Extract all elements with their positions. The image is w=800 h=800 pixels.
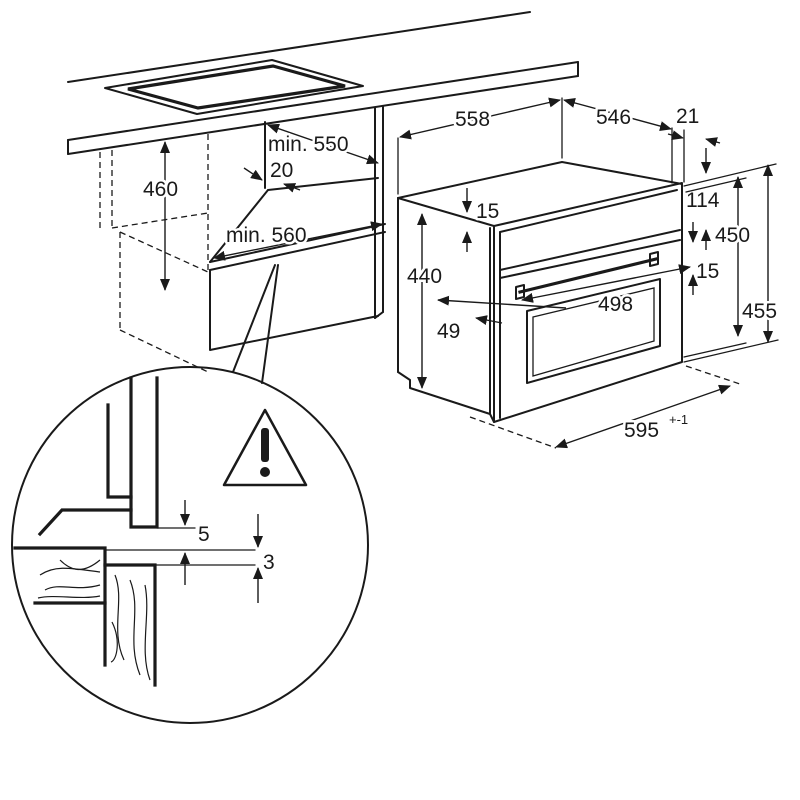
- hob-outline: [104, 59, 364, 115]
- niche-dimensions: 460 min. 550 20 min. 560: [141, 123, 383, 291]
- dimension-546-arrow: [563, 98, 672, 131]
- oven-control-panel-bottom: [499, 229, 681, 271]
- extension-line: [683, 342, 747, 358]
- dimension-20-arrow: [283, 183, 301, 193]
- wood-grain-line: [144, 584, 151, 681]
- wood-grain-line: [59, 559, 101, 570]
- dimension-20-label: 20: [270, 159, 293, 182]
- warning-exclamation-dot: [260, 467, 270, 477]
- countertop-back-edge: [67, 11, 531, 83]
- oven-bottom-profile: [37, 508, 133, 537]
- cabinet-bottom-line: [119, 329, 209, 373]
- oven-front-frame-inner: [499, 189, 678, 419]
- dimension-21-arrow: [705, 137, 721, 147]
- hob-glass: [127, 64, 346, 110]
- oven: [397, 161, 683, 423]
- dimension-min560-label: min. 560: [226, 224, 307, 247]
- drawer-front: [209, 269, 379, 351]
- oven-handle-mount: [649, 251, 659, 267]
- countertop-front-top-edge: [67, 61, 579, 141]
- dimension-450-label: 450: [715, 224, 750, 247]
- wood-grain-line: [39, 567, 101, 576]
- callout-line: [261, 264, 279, 384]
- dimension-440-label: 440: [407, 265, 442, 288]
- shelf-top-profile: [13, 546, 107, 567]
- dimension-20-arrow: [243, 167, 263, 181]
- dimension-498-label: 498: [598, 293, 633, 316]
- detail-view: 5 3: [11, 366, 369, 724]
- extension-line: [683, 339, 779, 363]
- dimension-114-label: 114: [686, 189, 720, 212]
- wood-grain: [37, 559, 151, 681]
- oven-dimensions: 558 546 21 114 15 450 455 440 15 498 49: [397, 97, 780, 449]
- dimension-460-label: 460: [143, 178, 178, 201]
- adjacent-cabinet-outline: [99, 134, 209, 373]
- dimension-49-label: 49: [437, 320, 460, 343]
- countertop: [67, 11, 579, 155]
- dimension-15-right-label: 15: [696, 260, 719, 283]
- oven-body-profile: [106, 403, 133, 499]
- hob: [104, 59, 364, 115]
- dimension-min560-arrow: [213, 221, 383, 261]
- dimension-min550-label: min. 550: [268, 133, 349, 156]
- extension-line: [683, 163, 777, 187]
- cabinet-post-profile: [103, 563, 157, 687]
- callout-line: [232, 264, 276, 373]
- detail-callout-lines: [232, 264, 279, 384]
- dimension-49-arrow: [437, 295, 567, 309]
- dimension-49-arrow: [475, 315, 503, 325]
- oven-door-edge-profile: [129, 376, 159, 529]
- dimension-546-label: 546: [596, 106, 631, 129]
- countertop-front-bottom-edge: [67, 75, 579, 155]
- dimension-3-label: 3: [263, 551, 275, 574]
- wood-grain-line: [114, 574, 125, 661]
- wood-grain-line: [44, 584, 101, 591]
- wood-grain-line: [110, 621, 118, 663]
- wood-grain-line: [129, 579, 141, 676]
- warning-exclamation-bar: [261, 428, 269, 462]
- oven-side-top-edge: [397, 197, 495, 227]
- dimension-21-label: 21: [676, 105, 699, 128]
- dimension-595-arrow: [555, 384, 731, 449]
- oven-door-window-inner: [532, 287, 655, 377]
- dimension-498-arrow: [521, 264, 691, 303]
- warning-triangle: [222, 408, 308, 487]
- wood-grain-line: [37, 595, 101, 599]
- dimension-558-arrow: [399, 97, 561, 140]
- oven-front-frame: [493, 182, 683, 423]
- dimension-455-label: 455: [742, 300, 777, 323]
- dimension-595-label: 595: [624, 419, 659, 442]
- extension-line: [469, 416, 557, 449]
- dimension-21-arrow: [667, 130, 684, 140]
- warning-icon: [222, 408, 308, 487]
- cabinet-top-line: [119, 231, 209, 273]
- extension-line: [685, 365, 741, 385]
- dimension-min550-arrow: [267, 123, 379, 165]
- detail-circle: [11, 366, 369, 724]
- oven-top-edges: [397, 161, 683, 199]
- dimension-15-top-label: 15: [476, 200, 499, 223]
- dimension-558-label: 558: [455, 108, 490, 131]
- cabinet-top-line: [111, 212, 209, 229]
- dimension-595-tolerance: +-1: [669, 412, 688, 427]
- dimension-5-label: 5: [198, 523, 210, 546]
- oven-base: [397, 371, 495, 423]
